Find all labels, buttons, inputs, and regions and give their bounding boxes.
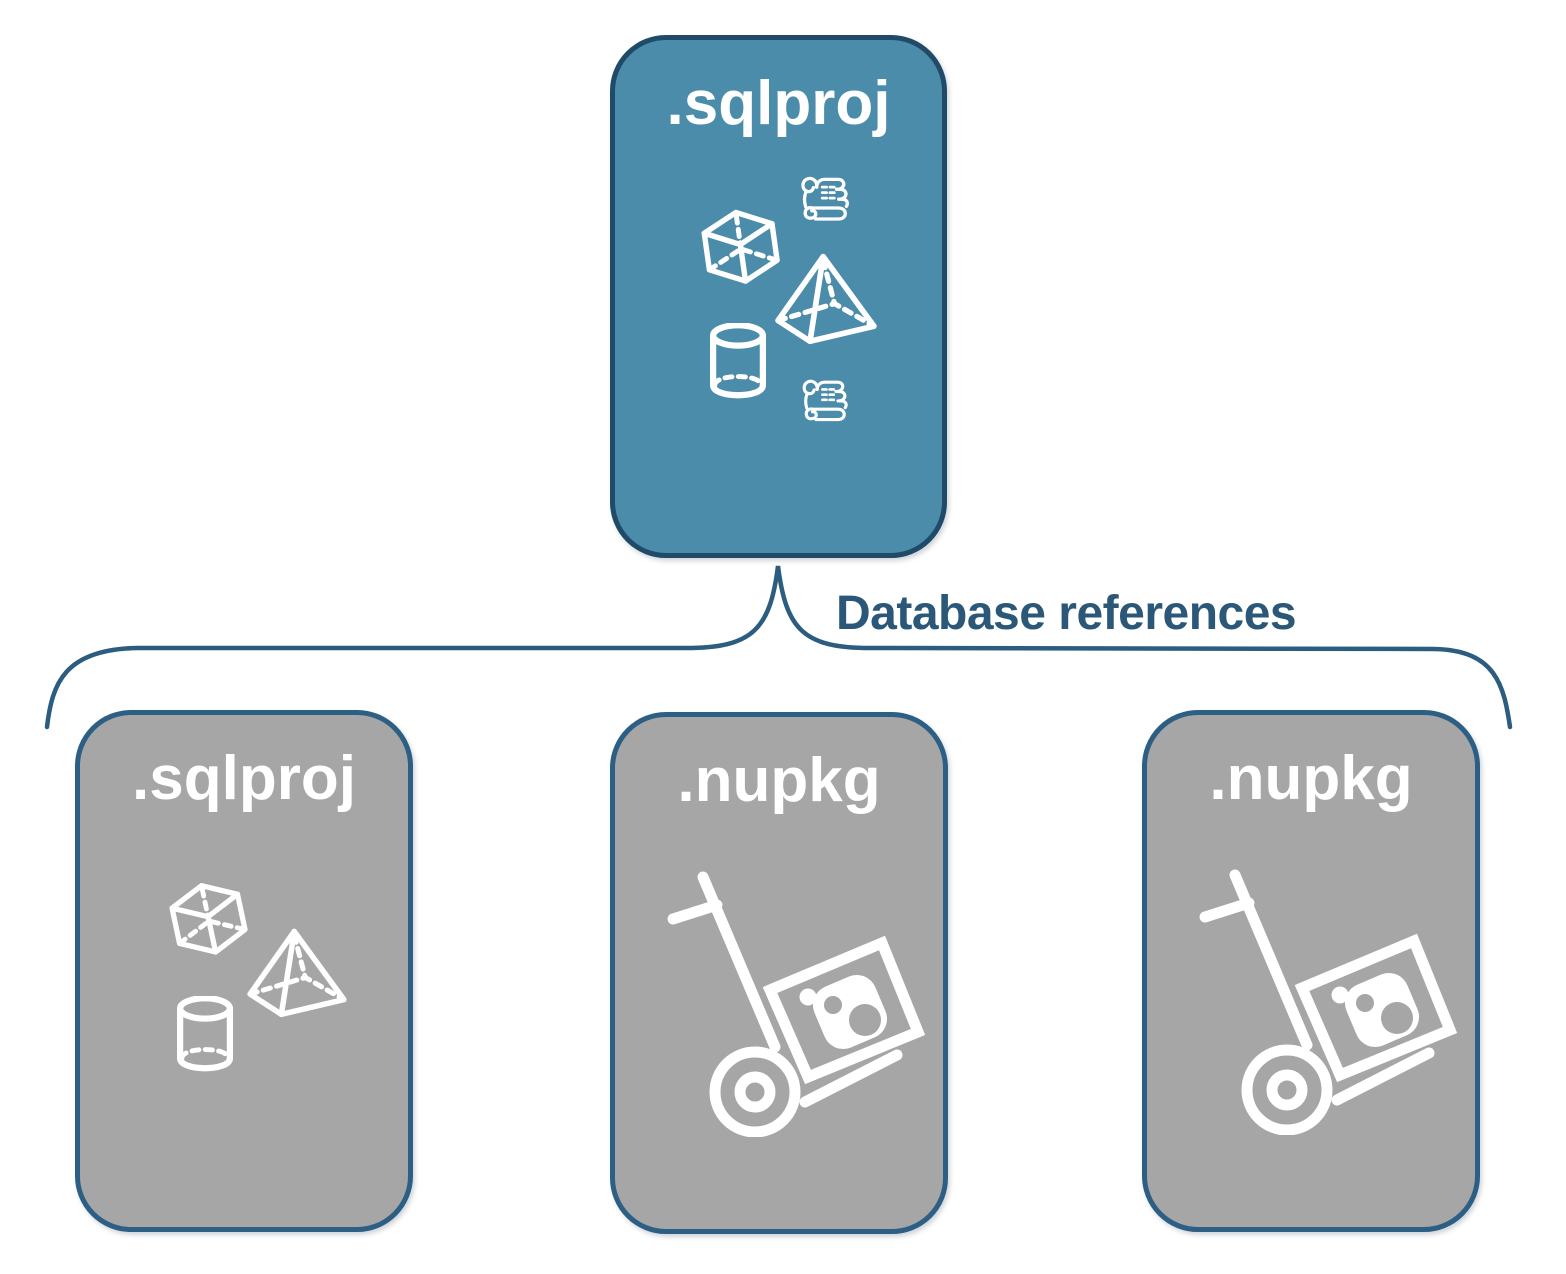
- node-nupkg-child-2: .nupkg: [1142, 710, 1480, 1232]
- node-title: .nupkg: [677, 746, 881, 815]
- node-title: .sqlproj: [666, 69, 891, 138]
- node-sqlproj-root: .sqlproj: [610, 35, 947, 558]
- node-sqlproj-child: .sqlproj: [75, 710, 413, 1232]
- pyramid-icon: [246, 926, 348, 1018]
- pyramid-icon: [773, 251, 879, 345]
- scroll-icon: [801, 176, 850, 221]
- node-nupkg-child-1: .nupkg: [610, 712, 948, 1234]
- cylinder-icon: [705, 323, 771, 403]
- connector-label: Database references: [836, 587, 1297, 640]
- hand-truck-package-icon: [1197, 865, 1467, 1135]
- node-title: .nupkg: [1209, 744, 1413, 813]
- hand-truck-package-icon: [665, 867, 935, 1137]
- node-title: .sqlproj: [132, 744, 356, 813]
- scroll-icon: [802, 379, 848, 422]
- cylinder-icon: [171, 996, 239, 1076]
